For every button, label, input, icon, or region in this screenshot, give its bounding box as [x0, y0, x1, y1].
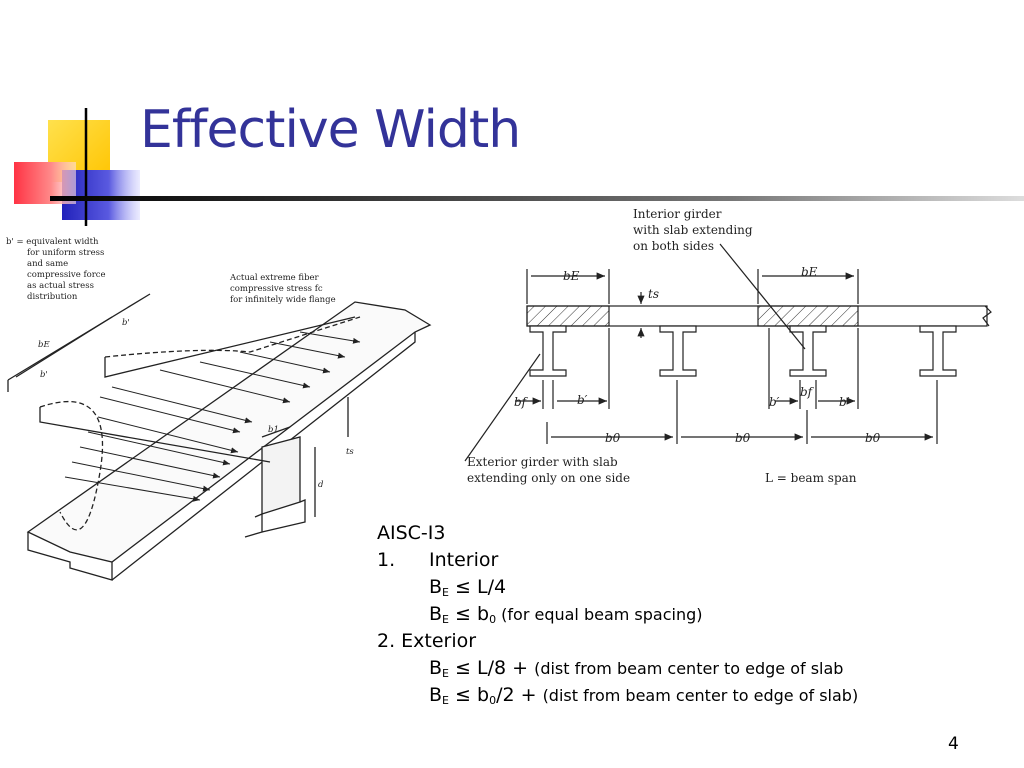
exterior-note-line2: extending only on one side: [467, 471, 630, 485]
girder-2: [659, 325, 697, 377]
label-ts: ts: [648, 287, 659, 301]
label-bE: bE: [38, 340, 50, 350]
rules-heading: AISC-I3: [377, 522, 446, 544]
label-ts: ts: [346, 447, 354, 457]
girder-3: [789, 325, 827, 377]
rule-interior-eq2: BE ≤ b0 (for equal beam spacing): [429, 603, 703, 626]
stress-distribution-figure: b' = equivalent width for uniform stress…: [6, 237, 432, 581]
girder-1: [529, 325, 567, 377]
label-d: d: [318, 480, 324, 490]
label-bf-mid: bf: [800, 385, 815, 399]
bprime-def-line5: as actual stress: [27, 281, 94, 291]
page-number: 4: [948, 734, 959, 754]
rule-exterior-eq2: BE ≤ b0/2 + (dist from beam center to ed…: [429, 684, 859, 707]
label-bE-left: bE: [563, 269, 580, 283]
label-bprime-left: b′: [577, 393, 588, 407]
label-bprime-bottom: b': [40, 370, 48, 380]
label-b0-2: b0: [735, 431, 751, 445]
interior-note-line3: on both sides: [633, 239, 714, 253]
rule-exterior-eq1: BE ≤ L/8 + (dist from beam center to edg…: [429, 657, 844, 680]
label-beam-span: L = beam span: [765, 471, 857, 485]
label-bf-left: bf: [514, 395, 529, 409]
label-bprime-right: b′: [839, 395, 850, 409]
label-b1: b1: [268, 425, 279, 435]
slide-title: Effective Width: [140, 100, 521, 160]
label-bprime-top: b': [122, 318, 130, 328]
label-bprime-mid: b′: [769, 395, 780, 409]
rule-interior-number: 1.: [377, 549, 396, 571]
rule-interior: 1. Interior: [377, 547, 858, 574]
cross-section-figure: Interior girder with slab extending on b…: [464, 207, 992, 485]
rule-exterior: 2. Exterior: [377, 630, 477, 652]
label-bE-right: bE: [801, 265, 818, 279]
interior-note-line1: Interior girder: [633, 207, 722, 221]
rule-interior-eq1: BE ≤ L/4: [429, 576, 507, 599]
rule-interior-label: Interior: [429, 549, 499, 571]
label-b0-1: b0: [605, 431, 621, 445]
aisc-rules: AISC-I3 1. Interior BE ≤ L/4 BE ≤ b0 (for…: [377, 520, 858, 709]
bprime-def-line3: and same: [27, 259, 68, 269]
bprime-def-line2: for uniform stress: [27, 248, 104, 258]
bprime-def-line6: distribution: [27, 292, 78, 302]
stress-note-line1: Actual extreme fiber: [229, 273, 320, 283]
interior-note-line2: with slab extending: [633, 223, 753, 237]
label-b0-3: b0: [865, 431, 881, 445]
bprime-def-line1: b' = equivalent width: [6, 237, 99, 247]
bprime-def-line4: compressive force: [27, 270, 106, 280]
girder-4: [919, 325, 957, 377]
exterior-note-line1: Exterior girder with slab: [467, 455, 618, 469]
stress-note-line2: compressive stress fc: [230, 284, 323, 294]
stress-note-line3: for infinitely wide flange: [230, 295, 336, 305]
header-decoration: [14, 108, 1024, 226]
